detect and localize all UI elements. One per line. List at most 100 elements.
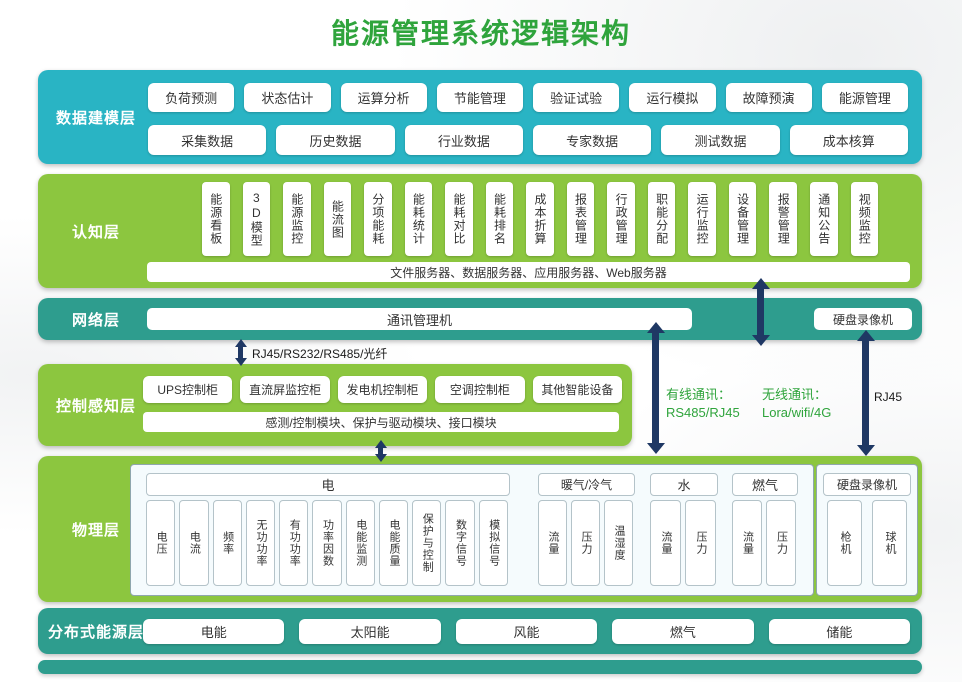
control-modules-bar: 感测/控制模块、保护与驱动模块、接口模块: [143, 412, 619, 432]
energy-box: 储能: [768, 619, 911, 644]
energy-box: 太阳能: [299, 619, 441, 644]
cognition-modules: 能源看板 3D模型 能源监控 能流图 分项能耗 能耗统计 能耗对比 能耗排名 成…: [202, 182, 879, 256]
layer-control-label: 控制感知层: [55, 397, 136, 415]
physical-main-panel: 电 电压 电流 频率 无功功率 有功功率 功率因数 电能监测 电能质量 保护与控…: [130, 464, 814, 596]
signal-box: 电压: [146, 500, 176, 586]
module-box: 历史数据: [276, 125, 395, 155]
left-link-label: RJ45/RS232/RS485/光纤: [252, 347, 388, 361]
electric-items: 电压 电流 频率 无功功率 有功功率 功率因数 电能监测 电能质量 保护与控制 …: [146, 500, 508, 586]
signal-box: 电能质量: [378, 500, 409, 586]
network-dvr-box: 硬盘录像机: [814, 308, 912, 330]
rj45-label: RJ45: [874, 390, 903, 404]
hvac-items: 流量 压力 温湿度: [538, 500, 633, 586]
signal-box: 压力: [766, 500, 796, 586]
arrow-dvr-link: [862, 340, 869, 446]
arrow-network-control: [238, 346, 243, 359]
layer-data-modeling: 数据建模层 负荷预测 状态估计 运算分析 节能管理 验证试验 运行模拟 故障预演…: [38, 70, 922, 164]
layer-network: 网络层 通讯管理机 硬盘录像机: [38, 298, 922, 340]
layer-distributed: 分布式能源层 电能 太阳能 风能 燃气 储能: [38, 608, 922, 654]
module-box: 负荷预测: [148, 83, 235, 112]
cabinet-box: 其他智能设备: [532, 376, 623, 403]
signal-box: 电能监测: [345, 500, 375, 586]
signal-box: 数字信号: [445, 500, 475, 586]
water-header: 水: [650, 473, 718, 496]
cabinet-box: 发电机控制柜: [337, 376, 428, 403]
page-title: 能源管理系统逻辑架构: [330, 18, 631, 49]
module-box: 行政管理: [607, 182, 635, 256]
gas-items: 流量 压力: [732, 500, 796, 586]
module-box: 能源监控: [283, 182, 311, 256]
cabinet-box: 空调控制柜: [435, 376, 525, 403]
cabinet-box: 直流屏监控柜: [240, 376, 330, 403]
wireless-comm-value: Lora/wifi/4G: [762, 405, 832, 420]
distributed-items: 电能 太阳能 风能 燃气 储能: [143, 619, 911, 644]
signal-box: 功率因数: [312, 500, 342, 586]
signal-box: 模拟信号: [478, 500, 508, 586]
control-cabinets: UPS控制柜 直流屏监控柜 发电机控制柜 空调控制柜 其他智能设备: [143, 376, 623, 403]
camera-box: 枪机: [827, 500, 862, 586]
module-box: 采集数据: [148, 125, 267, 155]
data-modeling-row1: 负荷预测 状态估计 运算分析 节能管理 验证试验 运行模拟 故障预演 能源管理: [148, 83, 908, 112]
energy-box: 燃气: [612, 619, 754, 644]
layer-distributed-label: 分布式能源层: [47, 623, 144, 641]
module-box: 报表管理: [566, 182, 595, 256]
cabinet-box: UPS控制柜: [143, 376, 233, 403]
dvr-header: 硬盘录像机: [823, 473, 911, 496]
module-box: 运行模拟: [629, 83, 716, 112]
signal-box: 温湿度: [604, 500, 633, 586]
signal-box: 压力: [571, 500, 600, 586]
data-modeling-row2: 采集数据 历史数据 行业数据 专家数据 测试数据 成本核算: [148, 125, 908, 155]
camera-box: 球机: [872, 500, 907, 586]
servers-bar: 文件服务器、数据服务器、应用服务器、Web服务器: [147, 262, 910, 282]
dvr-items: 枪机 球机: [827, 500, 907, 586]
module-box: 成本核算: [789, 125, 908, 155]
module-box: 设备管理: [728, 182, 757, 256]
layer-cognition: 认知层 能源看板 3D模型 能源监控 能流图 分项能耗 能耗统计 能耗对比 能耗…: [38, 174, 922, 288]
wired-comm-label: 有线通讯： RS485/RJ45: [666, 386, 740, 422]
module-box: 故障预演: [725, 83, 812, 112]
module-box: 行业数据: [404, 125, 523, 155]
physical-dvr-panel: 硬盘录像机 枪机 球机: [816, 464, 918, 596]
layer-physical: 物理层 电 电压 电流 频率 无功功率 有功功率 功率因数 电能监测 电能质量 …: [38, 456, 922, 602]
layer-control: 控制感知层 UPS控制柜 直流屏监控柜 发电机控制柜 空调控制柜 其他智能设备 …: [38, 364, 632, 446]
signal-box: 流量: [538, 500, 567, 586]
bottom-strip: [38, 660, 922, 674]
arrow-network-physical-wired: [652, 332, 659, 444]
module-box: 职能分配: [647, 182, 676, 256]
layer-physical-label: 物理层: [71, 521, 120, 539]
module-box: 能源看板: [202, 182, 230, 256]
signal-box: 保护与控制: [412, 500, 442, 586]
module-box: 运行监控: [688, 182, 716, 256]
module-box: 运算分析: [340, 83, 427, 112]
hvac-header: 暖气/冷气: [538, 473, 635, 496]
module-box: 视频监控: [850, 182, 879, 256]
module-box: 通知公告: [809, 182, 838, 256]
module-box: 报警管理: [769, 182, 797, 256]
module-box: 分项能耗: [364, 182, 392, 256]
module-box: 能源管理: [821, 83, 908, 112]
arrow-cognition-network: [757, 288, 764, 336]
layer-cognition-label: 认知层: [71, 223, 120, 241]
signal-box: 频率: [212, 500, 242, 586]
signal-box: 流量: [732, 500, 762, 586]
module-box: 测试数据: [661, 125, 780, 155]
signal-box: 压力: [685, 500, 716, 586]
layer-network-label: 网络层: [71, 311, 120, 329]
energy-box: 电能: [143, 619, 285, 644]
module-box: 成本折算: [526, 182, 554, 256]
signal-box: 流量: [650, 500, 681, 586]
module-box: 验证试验: [533, 83, 620, 112]
gas-header: 燃气: [732, 473, 798, 496]
module-box: 能流图: [323, 182, 352, 256]
module-box: 专家数据: [532, 125, 652, 155]
wireless-comm-title: 无线通讯：: [762, 387, 828, 402]
wired-comm-value: RS485/RJ45: [666, 405, 740, 420]
arrow-control-physical: [378, 447, 383, 455]
module-box: 能耗统计: [404, 182, 433, 256]
wired-comm-title: 有线通讯：: [666, 387, 732, 402]
module-box: 能耗对比: [445, 182, 473, 256]
module-box: 3D模型: [242, 182, 271, 256]
comm-manager-box: 通讯管理机: [147, 308, 692, 330]
layer-data-modeling-label: 数据建模层: [55, 109, 136, 127]
